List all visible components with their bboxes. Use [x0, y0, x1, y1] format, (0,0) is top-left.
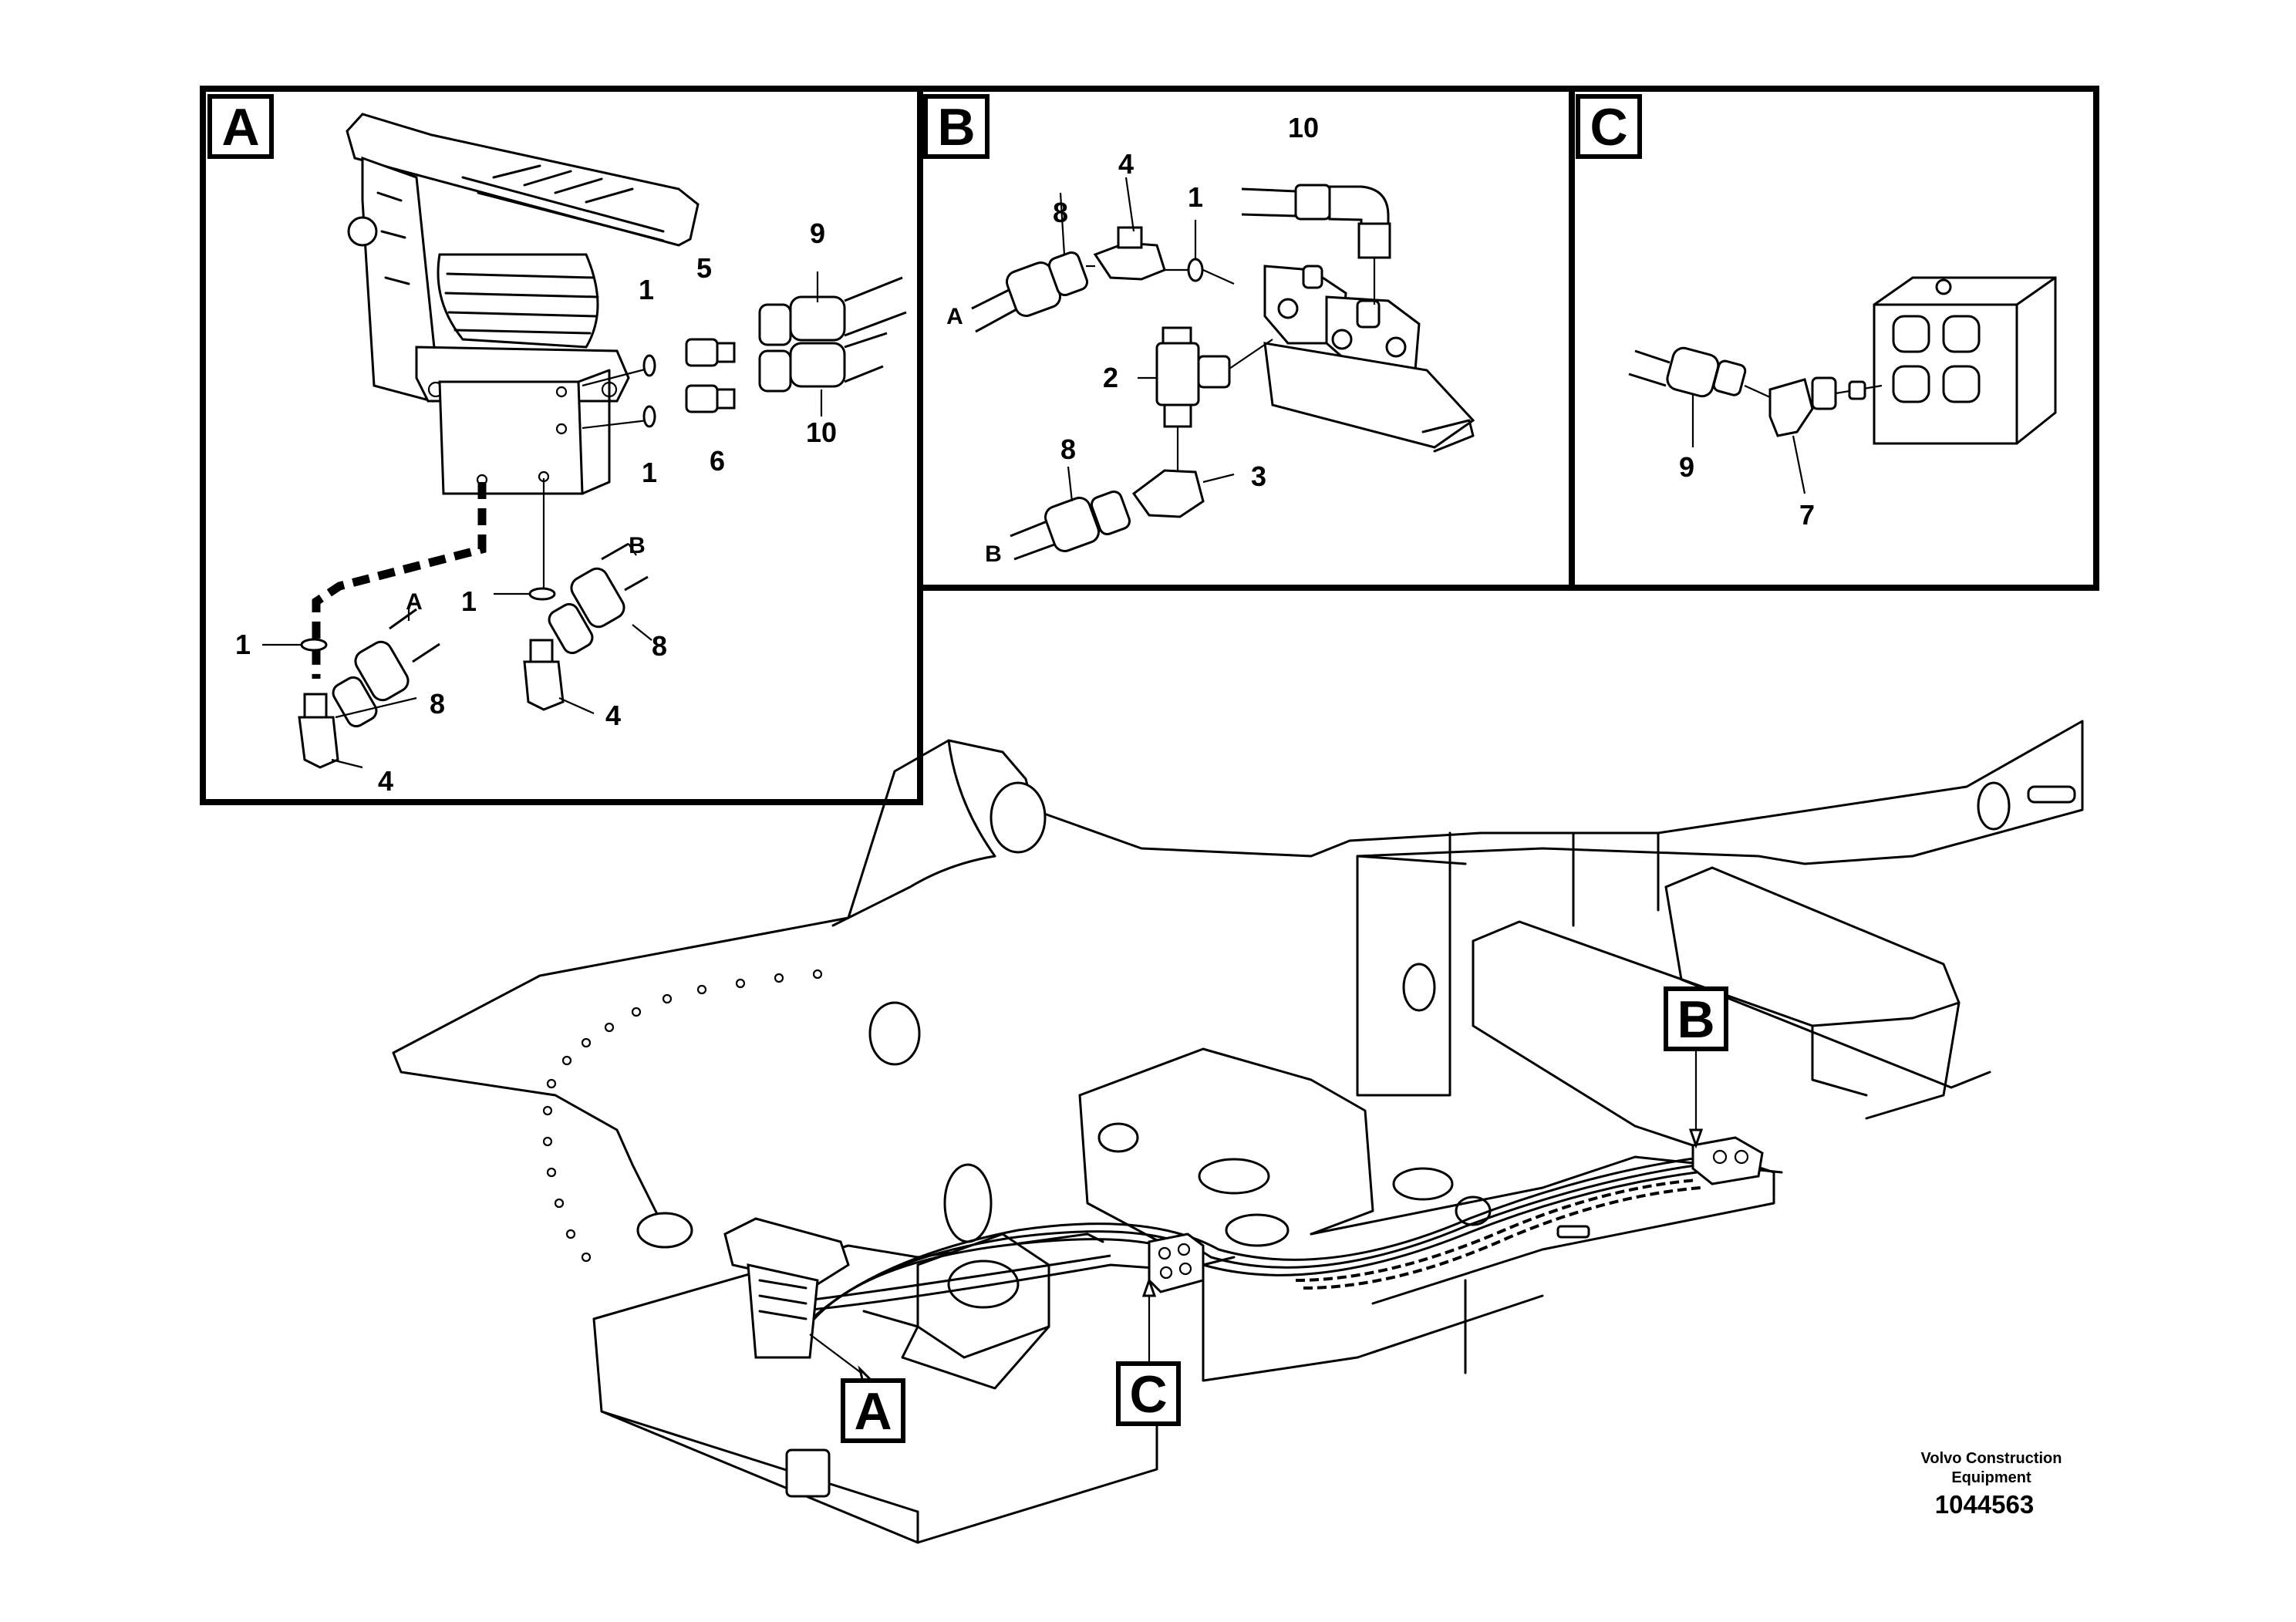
o-ring-upper — [642, 354, 656, 377]
callout-b-tee-2: 2 — [1103, 362, 1118, 393]
hose-9 — [758, 276, 907, 346]
hose-8-left — [332, 608, 440, 728]
hose-8-a — [971, 251, 1089, 333]
hose-9-c — [1628, 346, 1747, 398]
callout-b-ring-1: 1 — [1188, 181, 1203, 213]
callout-a-ring-right: 1 — [461, 585, 477, 617]
elbow-4-left — [298, 693, 339, 769]
callout-a-ring-upper: 1 — [639, 274, 654, 305]
overview-tag-c: C — [1116, 1276, 1181, 1426]
hose-8-b — [1010, 490, 1131, 561]
overview-pedal-valve — [723, 1217, 850, 1359]
panel-a-label: A — [207, 94, 274, 159]
callout-b-hose-10: 10 — [1288, 112, 1319, 143]
overview-block-b — [1691, 1136, 1764, 1185]
callout-a-hose-10: 10 — [806, 416, 837, 448]
machine-frame — [392, 720, 2084, 1544]
callout-a-ring-lower: 1 — [642, 457, 657, 488]
shuttle-valve-block — [1263, 265, 1475, 453]
panel-b-letter: B — [937, 98, 975, 157]
callout-b-hose-8-b: 8 — [1060, 433, 1076, 465]
overview-block-c — [1148, 1233, 1205, 1293]
panel-a-letter: A — [221, 98, 259, 157]
callout-b-elbow-4: 4 — [1118, 148, 1134, 180]
o-ring-right — [528, 587, 556, 601]
hose-10 — [758, 332, 888, 393]
elbow-7 — [1768, 376, 1837, 437]
callout-b-elbow-3: 3 — [1251, 460, 1266, 492]
callout-a-hose-8-left: 8 — [430, 688, 445, 720]
o-ring-left — [300, 638, 328, 652]
callout-a-adapter-5: 5 — [696, 252, 712, 284]
callout-a-elbow-4-right: 4 — [605, 700, 621, 731]
overview-tag-b-letter: B — [1677, 990, 1714, 1049]
pedal-valve-assembly — [346, 113, 700, 495]
elbow-3 — [1131, 469, 1205, 518]
panel-b-label: B — [923, 94, 990, 159]
callout-c-elbow-7: 7 — [1799, 499, 1815, 531]
callout-a-hose-8-right: 8 — [652, 630, 667, 662]
callout-b-hose-8-a: 8 — [1053, 197, 1068, 228]
overview-tag-c-letter: C — [1129, 1365, 1167, 1424]
callout-a-ring-left: 1 — [235, 629, 251, 660]
panel-c-letter: C — [1590, 98, 1627, 157]
hose-8-right — [548, 542, 649, 655]
hidden-line — [312, 482, 487, 679]
callout-b-port-b: B — [985, 541, 1002, 567]
panel-c-frame — [1569, 86, 2099, 591]
callout-a-port-a: A — [406, 589, 423, 615]
callout-a-elbow-4-left: 4 — [378, 765, 393, 797]
panel-c-label: C — [1576, 94, 1642, 159]
callout-a-adapter-6: 6 — [710, 445, 725, 477]
elbow-4-b — [1093, 226, 1166, 281]
overview-tag-a: A — [809, 1334, 905, 1443]
o-ring-b — [1187, 258, 1204, 282]
overview-tag-a-letter: A — [854, 1382, 892, 1441]
callout-c-hose-9: 9 — [1679, 451, 1694, 483]
distribution-block — [1873, 276, 2057, 445]
tee-2 — [1155, 326, 1231, 428]
company-name-line1: Volvo Construction — [1921, 1450, 2062, 1467]
elbow-4-right — [523, 639, 565, 711]
o-ring-lower — [642, 405, 656, 428]
drawing-number: 1044563 — [1935, 1490, 2034, 1519]
deck-bolt-holes — [542, 969, 823, 1263]
adapter-6 — [685, 384, 736, 413]
panel-b-frame — [917, 86, 1575, 591]
overview-tag-b: B — [1664, 986, 1728, 1149]
company-name-line2: Equipment — [1951, 1469, 2031, 1486]
adapter-5 — [685, 338, 736, 367]
hose-10-b — [1241, 184, 1391, 305]
callout-a-port-b: B — [629, 533, 646, 558]
callout-b-port-a: A — [946, 304, 963, 329]
callout-a-hose-9: 9 — [810, 218, 825, 249]
